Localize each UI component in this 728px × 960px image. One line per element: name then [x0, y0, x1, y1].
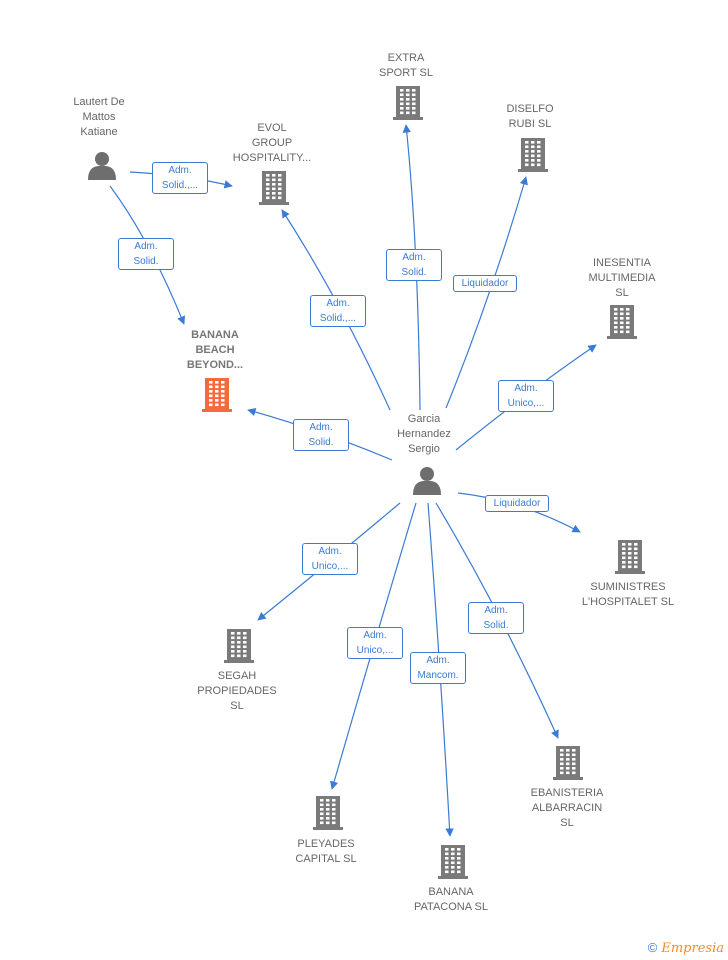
node-label-segah[interactable]: SEGAH PROPIEDADES SL [197, 670, 277, 712]
building-icon-evol[interactable] [259, 171, 289, 205]
edge-garcia-diselfo [445, 176, 528, 409]
node-label-banana_patacona[interactable]: BANANA PATACONA SL [414, 886, 488, 913]
node-label-pleyades[interactable]: PLEYADES CAPITAL SL [295, 838, 357, 865]
edge-label-garcia-banana_beach[interactable]: Adm. Solid. [293, 419, 349, 451]
edge-label-garcia-suministres[interactable]: Liquidador [485, 495, 549, 512]
building-icon-inesentia[interactable] [607, 305, 637, 339]
node-label-garcia[interactable]: Garcia Hernandez Sergio [397, 413, 451, 455]
building-icon-segah[interactable] [224, 629, 254, 663]
edge-label-garcia-banana_patacona[interactable]: Adm. Mancom. [410, 652, 466, 684]
edge-label-garcia-inesentia[interactable]: Adm. Unico,... [498, 380, 554, 412]
edge-label-garcia-ebanisteria[interactable]: Adm. Solid. [468, 602, 524, 634]
node-label-banana_beach[interactable]: BANANA BEACH BEYOND... [186, 329, 244, 371]
building-icon-suministres[interactable] [615, 540, 645, 574]
brand-logo: Empresia [661, 941, 724, 956]
person-icon-lautert[interactable] [88, 152, 116, 180]
node-label-extra[interactable]: EXTRA SPORT SL [378, 52, 433, 79]
copyright-icon: © [647, 940, 658, 955]
edge-label-garcia-extra[interactable]: Adm. Solid. [386, 249, 442, 281]
node-label-suministres[interactable]: SUMINISTRES L'HOSPITALET SL [581, 581, 675, 608]
node-label-diselfo[interactable]: DISELFO RUBI SL [506, 103, 554, 130]
building-icon-ebanisteria[interactable] [553, 746, 583, 780]
node-label-evol[interactable]: EVOL GROUP HOSPITALITY... [232, 122, 312, 164]
node-label-inesentia[interactable]: INESENTIA MULTIMEDIA SL [588, 257, 656, 299]
edge-label-garcia-evol[interactable]: Adm. Solid.,... [310, 295, 366, 327]
node-label-lautert[interactable]: Lautert De Mattos Katiane [73, 96, 125, 138]
edge-label-garcia-pleyades[interactable]: Adm. Unico,... [347, 627, 403, 659]
building-icon-extra[interactable] [393, 86, 423, 120]
building-icon-banana_beach[interactable] [202, 378, 232, 412]
person-icon-garcia[interactable] [413, 467, 441, 495]
node-label-ebanisteria[interactable]: EBANISTERIA ALBARRACIN SL [530, 787, 604, 829]
edge-label-lautert-evol[interactable]: Adm. Solid.,... [152, 162, 208, 194]
building-icon-banana_patacona[interactable] [438, 845, 468, 879]
edge-label-lautert-banana_beach[interactable]: Adm. Solid. [118, 238, 174, 270]
edge-label-garcia-diselfo[interactable]: Liquidador [453, 275, 517, 292]
footer-brand[interactable]: ©Empresia [648, 940, 724, 956]
edge-label-garcia-segah[interactable]: Adm. Unico,... [302, 543, 358, 575]
building-icon-diselfo[interactable] [518, 138, 548, 172]
building-icon-pleyades[interactable] [313, 796, 343, 830]
